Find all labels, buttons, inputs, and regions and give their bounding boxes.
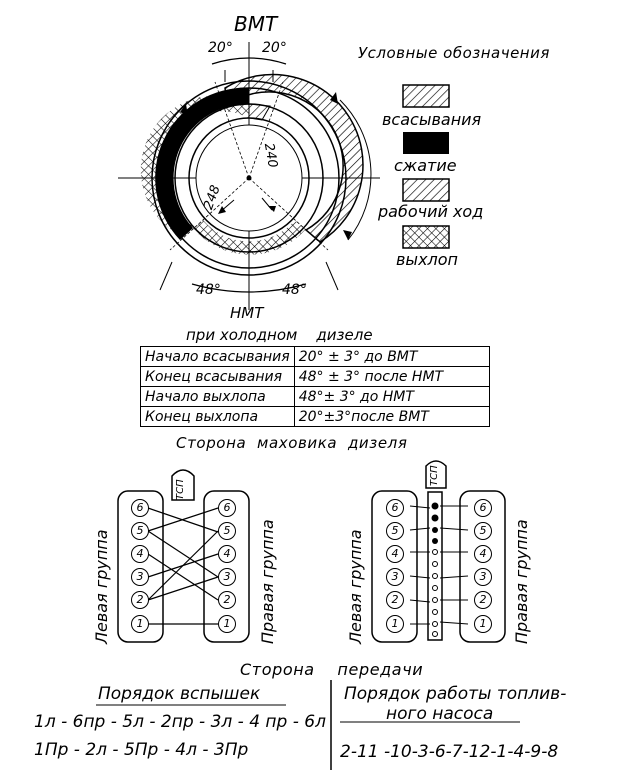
- pump-elements: [431, 502, 439, 637]
- table-cell: 48° ± 3° после НМТ: [293, 366, 490, 387]
- pump-order-sequence: 2-11 -10-3-6-7-12-1-4-9-8: [340, 742, 559, 762]
- table-cell: 20° ± 3° до ВМТ: [293, 346, 490, 367]
- cylinder-left-2-3: 3: [386, 568, 404, 586]
- legend-label-intake: всасывания: [382, 110, 482, 129]
- legend-swatch-exhaust: [402, 225, 450, 249]
- cylinder-left-2-1: 1: [386, 615, 404, 633]
- tdc-angle-right: 20°: [262, 40, 287, 56]
- firing-links-1: [147, 507, 219, 625]
- legend-title: Условные обозначения: [358, 44, 550, 62]
- bdc-angle-left: 48°: [196, 282, 221, 298]
- table-caption: при холодном дизеле: [186, 326, 373, 344]
- intake-arc: [224, 73, 364, 243]
- table-cell: Начало выхлопа: [140, 386, 295, 407]
- cylinder-left-1-1: 1: [131, 615, 149, 633]
- cylinder-right-1-3: 3: [218, 568, 236, 586]
- gear-label-2: ТСП: [429, 465, 440, 486]
- cylinder-right-2-5: 5: [474, 522, 492, 540]
- gear-symbol-2: [425, 460, 447, 489]
- cylinder-left-2-5: 5: [386, 522, 404, 540]
- cylinder-right-2-4: 4: [474, 545, 492, 563]
- right-group-body-1: [203, 490, 250, 643]
- gear-symbol-1: [171, 469, 195, 501]
- tdc-label: ВМТ: [234, 12, 278, 36]
- cylinder-right-2-3: 3: [474, 568, 492, 586]
- cylinder-left-1-3: 3: [131, 568, 149, 586]
- left-group-body-1: [117, 490, 164, 643]
- firing-order-line-2: 1Пр - 2л - 5Пр - 4л - 3Пр: [34, 740, 249, 760]
- cylinder-left-2-6: 6: [386, 499, 404, 517]
- legend-swatches: [402, 84, 450, 249]
- firing-order-line-1: 1л - 6пр - 5л - 2пр - 3л - 4 пр - 6л: [34, 712, 326, 732]
- pump-order-title-2: ного насоса: [386, 704, 494, 724]
- legend-label-power: рабочий ход: [378, 202, 484, 221]
- cylinder-left-1-2: 2: [131, 591, 149, 609]
- cylinder-right-1-5: 5: [218, 522, 236, 540]
- legend-swatch-compression: [403, 132, 449, 154]
- cylinder-right-1-4: 4: [218, 545, 236, 563]
- cylinder-left-2-4: 4: [386, 545, 404, 563]
- cylinder-right-1-6: 6: [218, 499, 236, 517]
- left-group-label-2: Левая группа: [346, 529, 365, 644]
- legend-swatch-power: [402, 178, 450, 202]
- right-group-label-2: Правая группа: [512, 519, 531, 644]
- legend-label-exhaust: выхлоп: [396, 250, 459, 269]
- flywheel-side-label: Сторона маховика дизеля: [176, 434, 408, 452]
- transmission-side-label: Сторона передачи: [240, 660, 424, 679]
- cylinder-left-1-6: 6: [131, 499, 149, 517]
- pump-order-title-1: Порядок работы топлив-: [344, 684, 567, 704]
- right-group-body-2: [459, 490, 506, 643]
- tdc-angle-left: 20°: [208, 40, 233, 56]
- legend-label-compression: сжатие: [394, 156, 457, 175]
- cylinder-right-2-1: 1: [474, 615, 492, 633]
- legend-swatch-intake: [402, 84, 450, 108]
- cylinder-right-1-2: 2: [218, 591, 236, 609]
- table-cell: Начало всасывания: [140, 346, 295, 367]
- cylinder-right-1-1: 1: [218, 615, 236, 633]
- cylinder-right-2-2: 2: [474, 591, 492, 609]
- cylinder-right-2-6: 6: [474, 499, 492, 517]
- cylinder-left-1-4: 4: [131, 545, 149, 563]
- table-cell: Конец выхлопа: [140, 406, 295, 427]
- table-cell: 20°±3°после ВМТ: [293, 406, 490, 427]
- fuel-pump-strip: [427, 491, 443, 641]
- bdc-angle-right: 48°: [282, 282, 307, 298]
- cylinder-left-2-2: 2: [386, 591, 404, 609]
- left-group-label-1: Левая группа: [92, 529, 111, 644]
- left-group-body-2: [371, 490, 418, 643]
- cylinder-left-1-5: 5: [131, 522, 149, 540]
- bdc-label: НМТ: [230, 304, 264, 322]
- table-cell: 48°± 3° до НМТ: [293, 386, 490, 407]
- firing-order-title: Порядок вспышек: [98, 684, 261, 704]
- table-cell: Конец всасывания: [140, 366, 295, 387]
- right-group-label-1: Правая группа: [258, 519, 277, 644]
- gear-label-1: ТСП: [175, 479, 186, 500]
- exhaust-arc-left: [140, 95, 249, 236]
- pump-links-2: [409, 505, 469, 625]
